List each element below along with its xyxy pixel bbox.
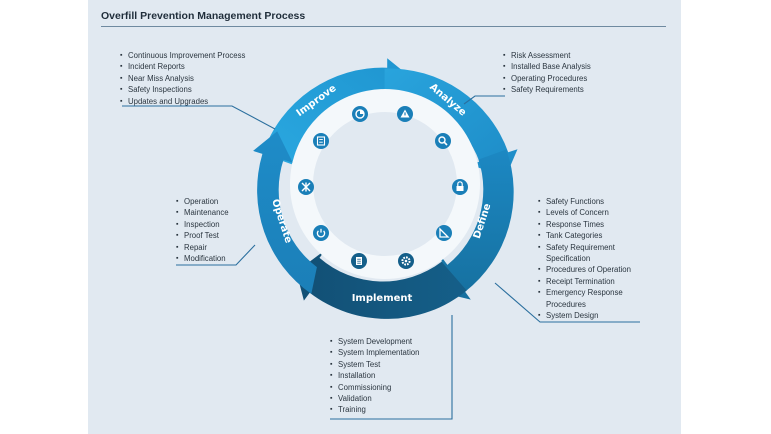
- list-item: Levels of Concern: [538, 207, 631, 219]
- implement-leader-line: [330, 315, 453, 420]
- page-title: Overfill Prevention Management Process: [101, 10, 306, 22]
- list-item: Risk Assessment: [503, 50, 591, 62]
- list-item: Installation: [330, 370, 419, 382]
- list-item: Installed Base Analysis: [503, 61, 591, 73]
- list-item: Operation: [176, 196, 229, 208]
- inner-hub: [313, 112, 457, 256]
- list-item: Safety Inspections: [120, 84, 245, 96]
- list-item: System Implementation: [330, 347, 419, 359]
- list-item: Inspection: [176, 219, 229, 231]
- list-item: System Test: [330, 359, 419, 371]
- list-item: Safety Requirements: [503, 84, 591, 96]
- define-arrow: [441, 149, 514, 300]
- define-item-list: Safety Functions Levels of Concern Respo…: [538, 196, 631, 322]
- operate-arrow: [253, 131, 317, 294]
- list-item: Updates and Upgrades: [120, 96, 245, 108]
- lock-icon: [452, 179, 468, 195]
- list-item: Safety Requirement: [538, 242, 631, 254]
- list-item: Modification: [176, 253, 229, 265]
- define-leader-line: [494, 282, 640, 323]
- list-item: Procedures of Operation: [538, 264, 631, 276]
- analyze-item-list: Risk Assessment Installed Base Analysis …: [503, 50, 591, 96]
- list-item: Maintenance: [176, 207, 229, 219]
- checklist-icon: [313, 133, 329, 149]
- gear-icon: [398, 253, 414, 269]
- list-item: Operating Procedures: [503, 73, 591, 85]
- improve-item-list: Continuous Improvement Process Incident …: [120, 50, 245, 107]
- list-item: Validation: [330, 393, 419, 405]
- list-item: Training: [330, 404, 419, 416]
- list-item: Commissioning: [330, 382, 419, 394]
- list-item: System Development: [330, 336, 419, 348]
- list-item: Emergency Response: [538, 287, 631, 299]
- document-icon: [351, 253, 367, 269]
- list-item: Incident Reports: [120, 61, 245, 73]
- warning-icon: [397, 106, 413, 122]
- operate-leader-line: [176, 244, 256, 266]
- list-item: Procedures: [546, 299, 586, 309]
- list-item: System Design: [538, 310, 631, 322]
- power-icon: [313, 225, 329, 241]
- list-item: Proof Test: [176, 230, 229, 242]
- list-item: Receipt Termination: [538, 276, 631, 288]
- list-item: Near Miss Analysis: [120, 73, 245, 85]
- title-divider: [101, 26, 666, 27]
- implement-arrow: [296, 250, 467, 319]
- implement-item-list: System Development System Implementation…: [330, 336, 419, 416]
- list-item: Continuous Improvement Process: [120, 50, 245, 62]
- list-item: Safety Functions: [538, 196, 631, 208]
- list-item: Specification: [546, 254, 591, 264]
- wrench-cross-icon: [298, 179, 314, 195]
- ruler-triangle-icon: [436, 225, 452, 241]
- list-item: Tank Categories: [538, 230, 631, 242]
- improve-leader-line: [122, 105, 276, 130]
- improve-arrow: [262, 58, 409, 165]
- operate-item-list: Operation Maintenance Inspection Proof T…: [176, 196, 229, 265]
- phase-label-implement: Implement: [352, 293, 413, 304]
- list-item: Repair: [176, 242, 229, 254]
- list-item: Response Times: [538, 219, 631, 231]
- analyze-leader-line: [463, 95, 505, 105]
- magnifier-icon: [435, 133, 451, 149]
- pie-chart-icon: [352, 106, 368, 122]
